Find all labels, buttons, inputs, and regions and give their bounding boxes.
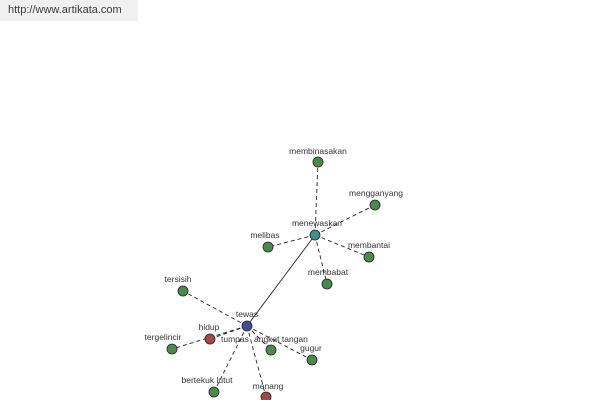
nodes-layer: tewas menewaskan membinasakan mengganyang me… xyxy=(145,146,403,400)
edge-tewas-bertekuk_lutut xyxy=(213,325,248,393)
node-label-membinasakan[interactable]: membinasakan xyxy=(289,146,347,156)
node-label-tumpas[interactable]: tumpas xyxy=(221,334,249,344)
node-tumpas[interactable] xyxy=(265,344,277,356)
edge-menewaskan-membantai xyxy=(314,234,370,258)
node-menewaskan[interactable] xyxy=(309,229,321,241)
node-label-hidup[interactable]: hidup xyxy=(199,322,220,332)
edge-tewas-gugur xyxy=(246,325,313,361)
node-label-membabat[interactable]: membabat xyxy=(308,267,349,277)
node-label-mengganyang[interactable]: mengganyang xyxy=(349,188,403,198)
edge-tewas-menang xyxy=(246,325,267,398)
node-membabat[interactable] xyxy=(321,278,333,290)
node-tewas[interactable] xyxy=(241,320,253,332)
node-tergelincir[interactable] xyxy=(166,343,178,355)
node-hidup[interactable] xyxy=(204,333,216,345)
node-label-tergelincir[interactable]: tergelincir xyxy=(145,332,182,342)
edge-tewas-angkat_tangan xyxy=(246,325,272,351)
node-label-tewas[interactable]: tewas xyxy=(236,309,258,319)
node-gugur[interactable] xyxy=(306,354,318,366)
node-mengganyang[interactable] xyxy=(369,199,381,211)
node-membinasakan[interactable] xyxy=(312,156,324,168)
node-tersisih[interactable] xyxy=(177,285,189,297)
node-melibas[interactable] xyxy=(262,241,274,253)
edge-menewaskan-membabat xyxy=(314,234,328,285)
watermark-url: http://www.artikata.com xyxy=(0,0,138,21)
edge-menewaskan-melibas xyxy=(267,234,316,248)
node-membantai[interactable] xyxy=(363,251,375,263)
node-label-bertekuk_lutut[interactable]: bertekuk lutut xyxy=(181,375,233,385)
node-label-menewaskan[interactable]: menewaskan xyxy=(292,218,342,228)
edge-tewas-menewaskan xyxy=(246,234,316,327)
node-label-menang[interactable]: menang xyxy=(253,381,284,391)
edge-tewas-tersisih xyxy=(182,290,248,327)
node-label-melibas[interactable]: melibas xyxy=(250,230,279,240)
node-label-angkat_tangan[interactable]: angkat tangan xyxy=(254,334,308,344)
edge-menewaskan-membinasakan xyxy=(314,161,319,236)
edge-tewas-tergelincir xyxy=(171,325,248,350)
node-bertekuk_lutut[interactable] xyxy=(208,386,220,398)
node-menang[interactable] xyxy=(260,391,272,400)
node-label-gugur[interactable]: gugur xyxy=(300,343,322,353)
node-label-membantai[interactable]: membantai xyxy=(348,240,390,250)
edges-layer xyxy=(171,161,376,398)
node-label-tersisih[interactable]: tersisih xyxy=(165,274,192,284)
